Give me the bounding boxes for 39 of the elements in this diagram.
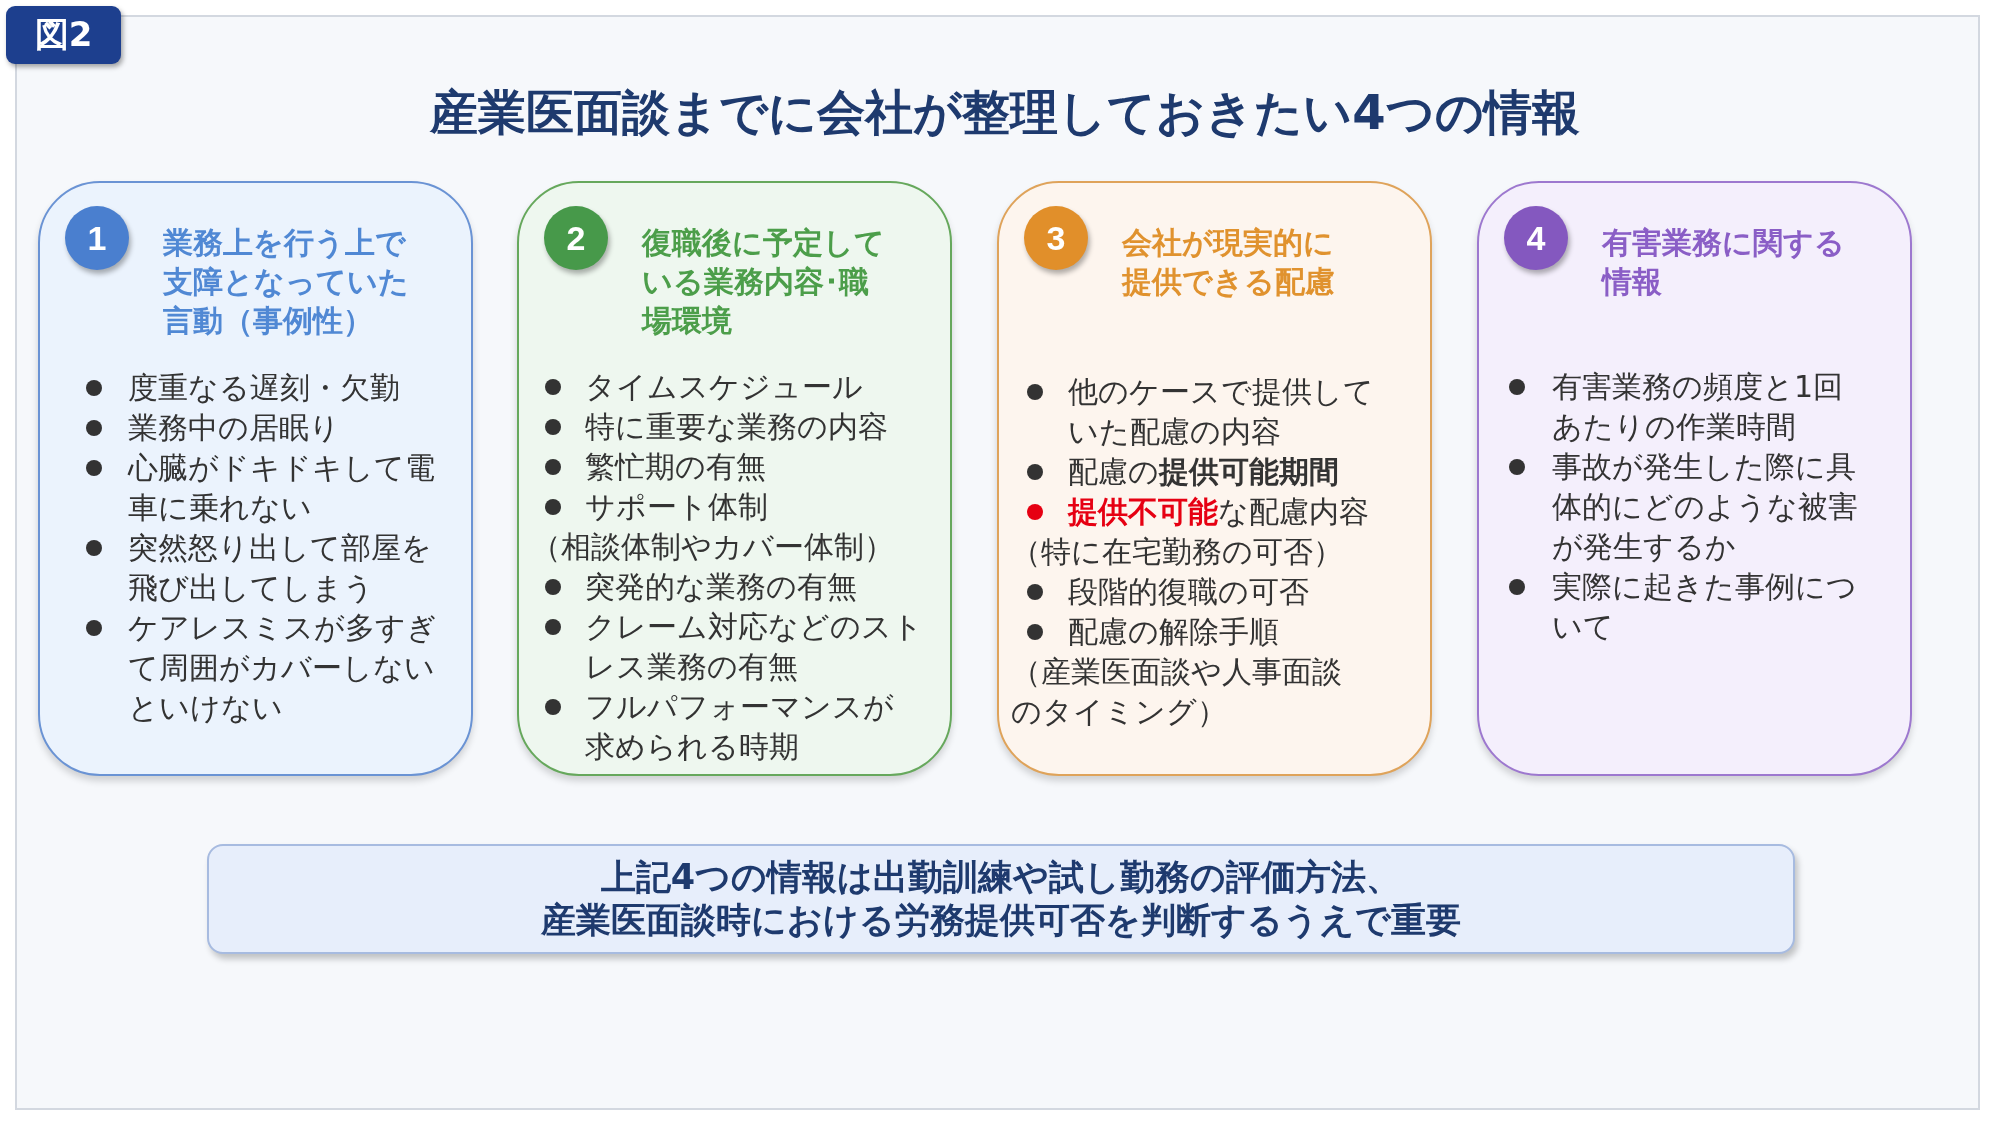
info-card — [517, 181, 952, 776]
list-item-text: クレーム対応などのストレス業務の有無 — [585, 608, 924, 686]
list-item-text: 提供不可能な配慮内容 — [1068, 493, 1369, 531]
list-item-text: 有害業務の頻度と1回あたりの作業時間 — [1552, 368, 1845, 446]
list-item-text: 突発的な業務の有無 — [585, 568, 857, 606]
list-item-text: 他のケースで提供していた配慮の内容 — [1068, 373, 1375, 451]
list-item-text: フルパフォーマンスが求められる時期 — [585, 688, 895, 766]
list-item-text: 突然怒り出して部屋を飛び出してしまう — [128, 529, 433, 607]
number-circle: 1 — [65, 206, 129, 270]
list-item-text: ケアレスミスが多すぎて周囲がカバーしないといけない — [128, 609, 438, 727]
list-item-text: 配慮の提供可能期間 — [1068, 453, 1339, 491]
list-item-text: サポート体制 — [585, 488, 768, 526]
number-circle: 4 — [1504, 206, 1568, 270]
info-card — [1477, 181, 1912, 776]
figure-badge: 図2 — [6, 6, 121, 64]
list-item-text: 実際に起きた事例について — [1552, 568, 1858, 646]
info-card — [38, 181, 473, 776]
diagram-title: 産業医面談までに会社が整理しておきたい4つの情報 — [430, 83, 1580, 142]
list-item-text: （産業医面談や人事面談のタイミング） — [1011, 653, 1343, 731]
list-item-text: 業務中の居眠り — [128, 409, 340, 447]
list-item-text: 特に重要な業務の内容 — [585, 408, 888, 446]
list-item-text: 心臓がドキドキして電車に乗れない — [128, 449, 436, 527]
list-item-text: 繁忙期の有無 — [585, 448, 766, 486]
number-circle: 3 — [1024, 206, 1088, 270]
list-item-text: 段階的復職の可否 — [1068, 573, 1309, 611]
info-card — [997, 181, 1432, 776]
card-heading: 業務上を行う上で支障となっていた言動（事例性） — [163, 224, 410, 340]
list-item-text: 配慮の解除手順 — [1068, 613, 1279, 651]
card-heading: 復職後に予定している業務内容･職場環境 — [642, 224, 886, 340]
summary-text: 上記4つの情報は出勤訓練や試し勤務の評価方法、産業医面談時における労務提供可否を判断するうえで重要 — [540, 856, 1462, 942]
list-item-text: 度重なる遅刻・欠勤 — [128, 369, 400, 407]
list-item-text: （相談体制やカバー体制） — [531, 528, 894, 566]
number-circle: 2 — [544, 206, 608, 270]
list-item-text: （特に在宅勤務の可否） — [1011, 533, 1343, 571]
list-item-text: 事故が発生した際に具体的にどのような被害が発生するか — [1552, 448, 1859, 566]
list-item-text: タイムスケジュール — [585, 368, 863, 406]
card-heading: 会社が現実的に提供できる配慮 — [1122, 224, 1336, 301]
summary-box — [207, 844, 1795, 954]
card-heading: 有害業務に関する情報 — [1602, 224, 1846, 301]
